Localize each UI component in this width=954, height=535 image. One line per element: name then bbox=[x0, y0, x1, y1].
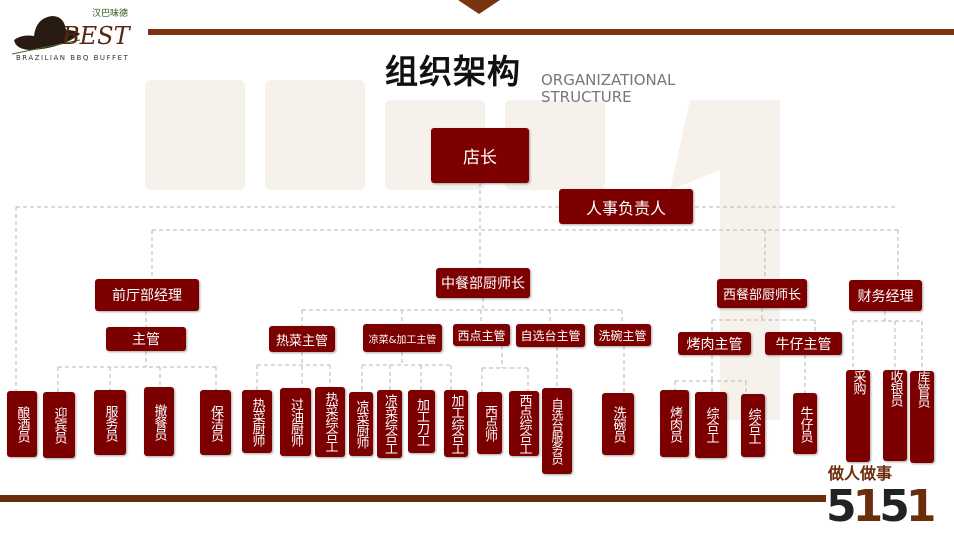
staff-box: 热菜综合工 bbox=[315, 387, 345, 457]
supervisor-box: 洗碗主管 bbox=[594, 324, 651, 346]
supervisor-box: 西点主管 bbox=[453, 324, 510, 346]
brand-slogan: 做人做事 bbox=[828, 464, 893, 483]
staff-box: 凉菜综合工 bbox=[377, 390, 402, 458]
subtitle-line1: ORGANIZATIONAL bbox=[541, 71, 676, 89]
staff-box: 收银员 bbox=[883, 370, 907, 461]
supervisor-box: 凉菜&加工主管 bbox=[363, 324, 442, 352]
staff-box: 综合工 bbox=[695, 392, 727, 458]
brand-digit: 5 bbox=[826, 481, 857, 532]
staff-box: 西点师 bbox=[477, 392, 502, 454]
staff-box: 牛仔员 bbox=[793, 393, 817, 454]
staff-box: 自选台服务员 bbox=[542, 388, 572, 474]
dept-chinese-kitchen: 中餐部厨师长 bbox=[436, 268, 530, 298]
staff-box: 服务员 bbox=[94, 390, 126, 455]
logo-mark: BEST bbox=[62, 22, 130, 50]
page-title: 组织架构 bbox=[385, 52, 521, 91]
staff-box: 洗碗员 bbox=[602, 393, 634, 455]
staff-box: 西点综合工 bbox=[509, 391, 539, 456]
supervisor-box: 牛仔主管 bbox=[765, 332, 842, 355]
staff-box: 迎宾员 bbox=[43, 392, 75, 458]
top-rule bbox=[148, 29, 954, 35]
brand-number-logo: 5151 bbox=[826, 485, 936, 529]
brand-digit: 1 bbox=[852, 481, 884, 532]
supervisor-box: 烤肉主管 bbox=[678, 332, 751, 355]
staff-box: 保洁员 bbox=[200, 390, 231, 455]
subtitle-line2: STRUCTURE bbox=[541, 88, 632, 106]
supervisor-box: 主管 bbox=[106, 327, 186, 351]
staff-box: 库管员 bbox=[910, 371, 934, 463]
staff-box: 加工刀工 bbox=[408, 390, 435, 453]
dept-finance: 财务经理 bbox=[849, 280, 922, 311]
brand-digit: 1 bbox=[905, 481, 937, 532]
staff-box: 加工综合工 bbox=[444, 390, 468, 457]
page-subtitle: ORGANIZATIONAL STRUCTURE bbox=[541, 72, 701, 106]
dept-western-kitchen: 西餐部厨师长 bbox=[717, 279, 807, 308]
staff-box: 凉菜厨师 bbox=[349, 392, 373, 456]
logo-cn: 汉巴味德 bbox=[92, 9, 129, 19]
staff-box: 综合工 bbox=[741, 394, 765, 457]
dept-front-hall: 前厅部经理 bbox=[95, 279, 199, 311]
staff-box: 撤餐员 bbox=[144, 387, 174, 456]
staff-box: 过油厨师 bbox=[280, 388, 311, 456]
brand-digit: 5 bbox=[879, 481, 910, 532]
staff-box: 采购 bbox=[846, 370, 870, 462]
staff-box: 烤肉员 bbox=[660, 390, 689, 457]
staff-box: 热菜厨师 bbox=[242, 390, 272, 453]
supervisor-box: 自选台主管 bbox=[516, 324, 585, 347]
staff-box: 酿酒员 bbox=[7, 391, 37, 457]
store-manager-box: 店长 bbox=[431, 128, 529, 183]
logo-tagline: BRAZILIAN BBQ BUFFET bbox=[16, 54, 130, 62]
top-triangle bbox=[458, 0, 500, 14]
supervisor-box: 热菜主管 bbox=[269, 326, 335, 352]
hat-logo-icon bbox=[12, 16, 81, 55]
bottom-rule bbox=[0, 495, 826, 502]
hr-box: 人事负责人 bbox=[559, 189, 693, 224]
